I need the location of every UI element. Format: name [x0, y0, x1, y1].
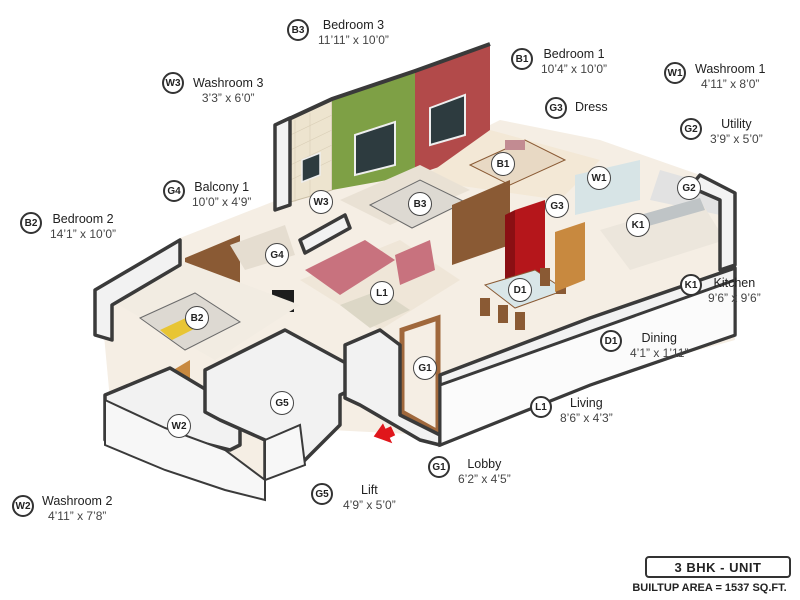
map-marker-g3: G3 — [545, 194, 569, 218]
room-name: Washroom 1 — [695, 62, 766, 76]
room-name: Washroom 3 — [193, 76, 264, 90]
unit-type-box: 3 BHK - UNIT — [645, 556, 791, 578]
kitchen-floor — [600, 200, 725, 270]
legend-bedroom1: Bedroom 1 10’4” x 10’0” — [541, 47, 607, 77]
kitchen-counter — [640, 198, 705, 227]
room-dimensions: 11’11” x 10’0” — [318, 33, 389, 47]
legend-bedroom3: Bedroom 3 11’11” x 10’0” — [318, 18, 389, 48]
legend-badge-b2: B2 — [20, 212, 42, 234]
bedroom1-pillows — [505, 140, 525, 150]
room-dimensions: 4’11” x 7’8” — [47, 509, 107, 523]
builtup-area: BUILTUP AREA = 1537 SQ.FT. — [632, 582, 787, 594]
map-marker-b2: B2 — [185, 306, 209, 330]
front-wall-face — [438, 277, 737, 448]
room-dimensions: 10’0” x 4’9” — [192, 195, 252, 209]
sofa-right — [395, 240, 435, 285]
room-name: Utility — [721, 117, 752, 131]
map-marker-w1: W1 — [587, 166, 611, 190]
legend-badge-w3: W3 — [162, 72, 184, 94]
room-dimensions: 4’1” x 1’11” — [630, 346, 689, 360]
legend-balcony1: Balcony 1 10’0” x 4’9” — [192, 180, 251, 210]
legend-badge-w1: W1 — [664, 62, 686, 84]
legend-lift: Lift 4’9” x 5’0” — [343, 483, 396, 513]
living-rug — [340, 290, 410, 328]
washroom3-window — [301, 151, 321, 184]
room-name: Bedroom 2 — [52, 212, 114, 226]
lobby-door-frame — [399, 314, 441, 437]
legend-bedroom2: Bedroom 2 14’1” x 10’0” — [50, 212, 116, 242]
sofa-set — [305, 240, 395, 295]
map-marker-b3: B3 — [408, 192, 432, 216]
legend-living: Living 8’6” x 4’3” — [560, 396, 613, 426]
legend-dining: Dining 4’1” x 1’11” — [630, 331, 688, 361]
room-name: Kitchen — [713, 276, 756, 290]
back-wall-top — [277, 42, 491, 126]
map-marker-g4: G4 — [265, 243, 289, 267]
room-name: Living — [570, 396, 603, 410]
legend-washroom1: Washroom 1 4’11” x 8’0” — [695, 62, 765, 92]
legend-washroom3: Washroom 3 3’3” x 6’0” — [193, 76, 263, 106]
dress-door — [555, 222, 585, 292]
legend-badge-g4: G4 — [163, 180, 185, 202]
legend-badge-g2: G2 — [680, 118, 702, 140]
room-dimensions: 4’11” x 8’0” — [700, 77, 760, 91]
legend-badge-k1: K1 — [680, 274, 702, 296]
legend-kitchen: Kitchen 9’6” x 9’6” — [708, 276, 761, 306]
map-marker-g5: G5 — [270, 391, 294, 415]
room-dimensions: 10’4” x 10’0” — [541, 62, 608, 76]
bedroom3-window — [354, 120, 396, 177]
legend-badge-w2: W2 — [12, 495, 34, 517]
room-dimensions: 9’6” x 9’6” — [708, 291, 761, 305]
legend-washroom2: Washroom 2 4’11” x 7’8” — [42, 494, 112, 524]
entry-arrow-icon — [373, 423, 396, 444]
room-name: Dress — [575, 100, 608, 114]
legend-badge-d1: D1 — [600, 330, 622, 352]
room-dimensions: 6’2” x 4’5” — [458, 472, 511, 486]
map-marker-w3: W3 — [309, 190, 333, 214]
bedroom3-wardrobe — [452, 180, 510, 265]
bedroom1-window — [429, 93, 466, 147]
room-name: Dining — [641, 331, 677, 345]
room-dimensions: 8’6” x 4’3” — [560, 411, 613, 425]
legend-badge-b1: B1 — [511, 48, 533, 70]
legend-dress: Dress — [575, 100, 608, 115]
room-name: Bedroom 3 — [322, 18, 385, 32]
map-marker-g1: G1 — [413, 356, 437, 380]
map-marker-l1: L1 — [370, 281, 394, 305]
lift-wall-face — [264, 423, 307, 482]
legend-badge-g3: G3 — [545, 97, 567, 119]
room-name: Lobby — [467, 457, 502, 471]
room-name: Washroom 2 — [42, 494, 113, 508]
map-marker-k1: K1 — [626, 213, 650, 237]
legend-lobby: Lobby 6’2” x 4’5” — [458, 457, 511, 487]
refrigerator — [515, 200, 545, 285]
room-dimensions: 3’3” x 6’0” — [201, 91, 255, 105]
room-dimensions: 4’9” x 5’0” — [343, 498, 396, 512]
room-name: Bedroom 1 — [543, 47, 605, 61]
legend-badge-b3: B3 — [287, 19, 309, 41]
legend-utility: Utility 3’9” x 5’0” — [710, 117, 763, 147]
room-dimensions: 3’9” x 5’0” — [710, 132, 763, 146]
map-marker-b1: B1 — [491, 152, 515, 176]
map-marker-d1: D1 — [508, 278, 532, 302]
room-name: Balcony 1 — [194, 180, 250, 194]
refrigerator-side — [505, 210, 515, 285]
map-marker-g2: G2 — [677, 176, 701, 200]
legend-badge-l1: L1 — [530, 396, 552, 418]
legend-badge-g5: G5 — [311, 483, 333, 505]
map-marker-w2: W2 — [167, 414, 191, 438]
room-dimensions: 14’1” x 10’0” — [50, 227, 117, 241]
legend-badge-g1: G1 — [428, 456, 450, 478]
room-name: Lift — [361, 483, 378, 497]
